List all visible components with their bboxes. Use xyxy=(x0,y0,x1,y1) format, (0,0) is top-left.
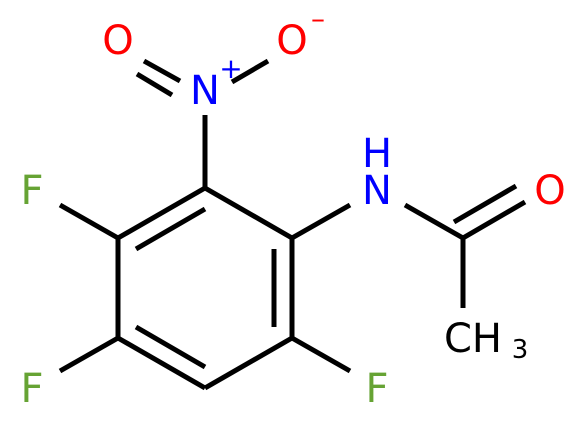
bond-nitro-o-left-1 xyxy=(142,58,182,84)
bond-carbonyl-double-1 xyxy=(461,199,527,241)
bond-nitro-o-left-2 xyxy=(135,71,174,98)
bond-ring-4-inner xyxy=(134,324,207,370)
bond-carbonyl-double-2 xyxy=(452,183,518,225)
amide-hydrogen: H xyxy=(362,131,392,177)
bond-ring-3 xyxy=(203,335,294,391)
bond-ring-4 xyxy=(116,335,207,391)
methyl-carbon: CH xyxy=(444,316,502,362)
bond-c-amide-n xyxy=(290,202,352,241)
nitro-oxygen-right: O xyxy=(276,18,307,64)
bond-amide-n-carbonyl-c xyxy=(403,202,465,241)
bond-c-f-lower-left xyxy=(58,335,120,374)
bond-c-f-lower-right xyxy=(290,335,352,374)
nitro-nitrogen-charge: + xyxy=(219,52,242,85)
nitro-nitrogen: N xyxy=(190,68,220,114)
methyl-subscript: 3 xyxy=(512,335,529,365)
benzene-ring xyxy=(115,185,295,391)
nitro-oxygen-charge: – xyxy=(311,2,325,35)
fluorine-upper-left: F xyxy=(20,168,43,214)
fluorine-lower-left: F xyxy=(20,366,43,412)
bond-ring-1 xyxy=(203,185,294,241)
bond-c-f-upper-left xyxy=(58,202,120,241)
bond-nitro-o-right xyxy=(230,58,270,85)
bond-ring-6-inner xyxy=(134,206,207,252)
amide-nitrogen: N xyxy=(362,168,392,214)
fluorine-lower-right: F xyxy=(365,366,388,412)
carbonyl-oxygen: O xyxy=(534,168,565,214)
bond-ring-6 xyxy=(116,185,207,241)
nitro-oxygen-left: O xyxy=(102,18,133,64)
